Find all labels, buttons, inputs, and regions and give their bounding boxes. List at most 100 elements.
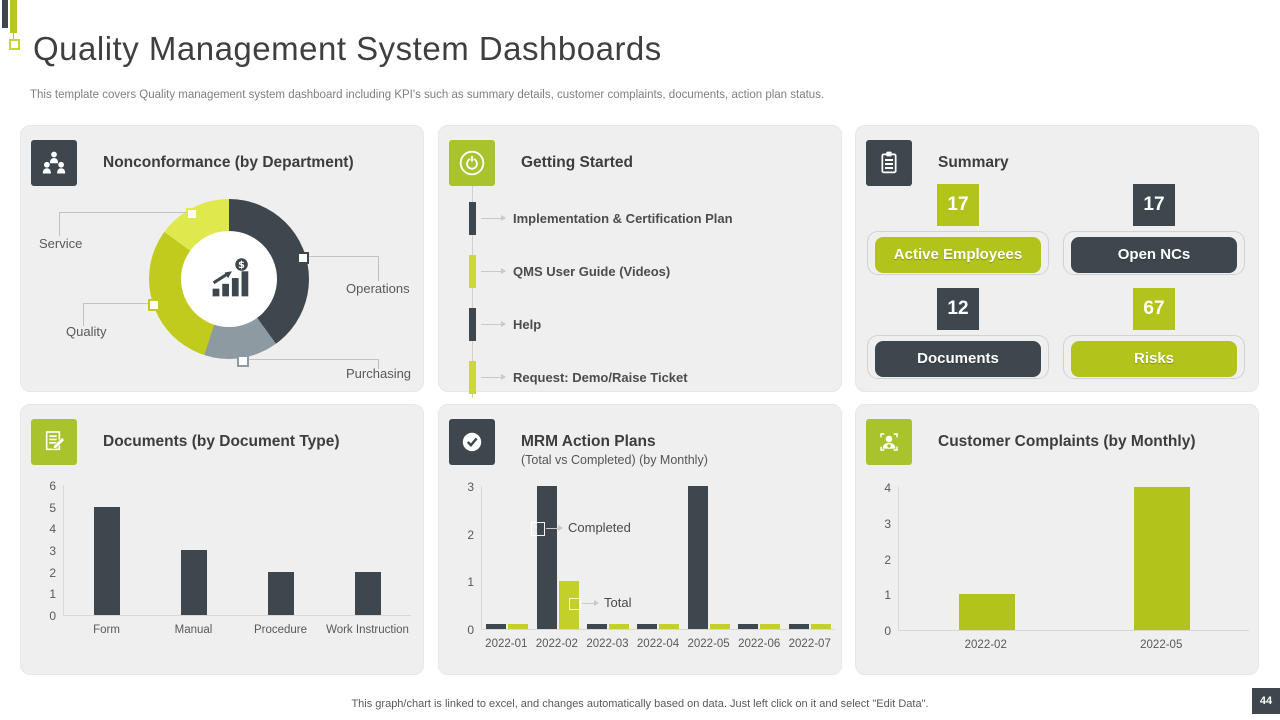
item-bar	[469, 255, 476, 288]
bar	[354, 572, 381, 615]
page-subtitle: This template covers Quality management …	[30, 89, 825, 101]
item-bar	[469, 202, 476, 235]
arrow-right-icon	[546, 525, 563, 531]
kpi-label-documents[interactable]: Documents	[867, 335, 1049, 379]
quality-marker	[148, 299, 160, 311]
power-icon	[449, 140, 495, 186]
x-axis-label: Form	[93, 624, 120, 636]
arrow-right-icon	[481, 215, 506, 221]
x-axis-label: 2022-02	[535, 638, 578, 650]
bar	[587, 624, 608, 629]
x-axis-label: 2022-05	[687, 638, 730, 650]
x-axis-label: 2022-01	[485, 638, 528, 650]
bar	[788, 624, 809, 629]
decor-connector-line	[13, 33, 14, 39]
x-axis-label: 2022-03	[586, 638, 629, 650]
check-circle-icon	[449, 419, 495, 465]
page-title: Quality Management System Dashboards	[33, 30, 662, 67]
completed-series-marker	[531, 522, 545, 536]
kpi-value-risks: 67	[1133, 288, 1175, 330]
bar	[687, 486, 708, 629]
decor-bar-dark	[2, 0, 8, 28]
bar	[810, 624, 831, 629]
arrow-right-icon	[582, 600, 599, 606]
x-axis-label: 2022-06	[738, 638, 781, 650]
bar	[94, 507, 121, 615]
slice-label-operations: Operations	[346, 281, 410, 296]
operations-marker	[297, 252, 309, 264]
list-item[interactable]: QMS User Guide (Videos)	[439, 255, 841, 288]
panel-subtitle: (Total vs Completed) (by Monthly)	[521, 453, 708, 467]
list-item-label: Request: Demo/Raise Ticket	[513, 370, 688, 385]
quality-connector-line	[83, 303, 149, 304]
bar	[1133, 487, 1190, 630]
bar	[536, 486, 557, 629]
kpi-label-active-employees[interactable]: Active Employees	[867, 231, 1049, 275]
growth-dollar-icon: $	[181, 231, 277, 327]
bar	[958, 594, 1015, 630]
bar	[760, 624, 781, 629]
bar	[181, 550, 208, 615]
bar	[267, 572, 294, 615]
kpi-value-documents: 12	[937, 288, 979, 330]
panel-mrm-action-plans: MRM Action Plans (Total vs Completed) (b…	[438, 404, 842, 675]
bar	[709, 624, 730, 629]
x-axis-label: 2022-04	[636, 638, 680, 650]
bar	[609, 624, 630, 629]
kpi-value-active-employees: 17	[937, 184, 979, 226]
purchasing-connector-line	[246, 359, 379, 360]
team-icon	[31, 140, 77, 186]
panel-getting-started: Getting Started Implementation & Certifi…	[438, 125, 842, 398]
total-series-marker	[569, 598, 581, 610]
panel-title: Getting Started	[521, 154, 633, 171]
bar	[637, 624, 658, 629]
purchasing-marker	[237, 355, 249, 367]
panel-title: Nonconformance (by Department)	[103, 154, 354, 171]
list-item[interactable]: Request: Demo/Raise Ticket	[439, 361, 841, 394]
series-label-completed: Completed	[568, 520, 631, 535]
arrow-right-icon	[481, 268, 506, 274]
arrow-right-icon	[481, 321, 506, 327]
x-axis-label: 2022-02	[964, 639, 1007, 651]
list-item-label: Implementation & Certification Plan	[513, 211, 733, 226]
page-number-badge: 44	[1252, 688, 1280, 714]
x-axis-label: Manual	[174, 624, 213, 636]
kpi-label-risks[interactable]: Risks	[1063, 335, 1245, 379]
list-item[interactable]: Implementation & Certification Plan	[439, 202, 841, 235]
slice-label-quality: Quality	[66, 324, 107, 339]
bar	[659, 624, 680, 629]
timeline-line	[472, 186, 473, 398]
x-axis-label: Work Instruction	[326, 624, 409, 636]
operations-connector-line	[378, 256, 379, 281]
x-axis-label: 2022-07	[788, 638, 831, 650]
kpi-label-open-ncs[interactable]: Open NCs	[1063, 231, 1245, 275]
purchasing-connector-line	[378, 359, 379, 369]
panel-title: Customer Complaints (by Monthly)	[938, 433, 1196, 450]
bar	[486, 624, 507, 629]
operations-connector-line	[306, 256, 379, 257]
slice-label-service: Service	[39, 236, 83, 251]
clipboard-icon	[866, 140, 912, 186]
panel-title: MRM Action Plans	[521, 433, 656, 450]
decor-bar-green	[10, 0, 17, 33]
panel-title: Documents (by Document Type)	[103, 433, 340, 450]
list-item[interactable]: Help	[439, 308, 841, 341]
service-marker	[186, 208, 198, 220]
x-axis-label: Procedure	[253, 624, 308, 636]
svg-text:$: $	[238, 260, 245, 271]
quality-connector-line	[83, 303, 84, 326]
arrow-right-icon	[481, 374, 506, 380]
bar	[738, 624, 759, 629]
panel-title: Summary	[938, 154, 1009, 171]
list-item-label: Help	[513, 317, 542, 332]
list-item-label: QMS User Guide (Videos)	[513, 264, 671, 279]
item-bar	[469, 308, 476, 341]
panel-nonconformance: Nonconformance (by Department) $	[20, 125, 424, 392]
slice-label-purchasing: Purchasing	[346, 366, 412, 381]
